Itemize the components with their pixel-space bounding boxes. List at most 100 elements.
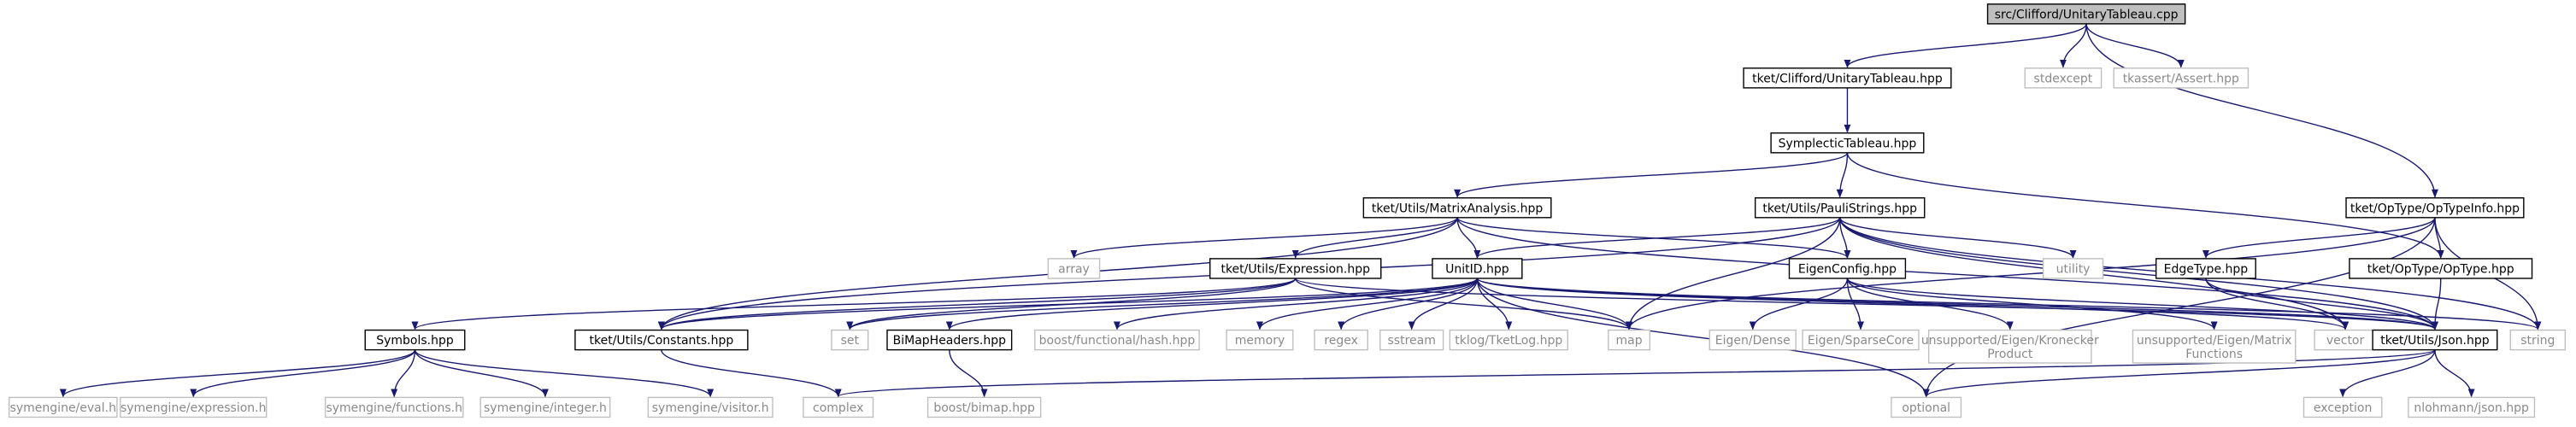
node-root[interactable]: src/Clifford/UnitaryTableau.cpp [1986, 3, 2186, 25]
edge-line [1456, 217, 2438, 330]
edge-root-to-optypeinfo [2085, 23, 2438, 198]
edge-eigenconfig-to-kronecker [1846, 278, 2014, 330]
node-label: symengine/integer.h [484, 401, 607, 415]
node-edgetype[interactable]: EdgeType.hpp [2155, 258, 2256, 279]
node-map: map [1608, 329, 1651, 351]
node-symtab[interactable]: SymplecticTableau.hpp [1770, 132, 1925, 154]
edge-line [1836, 152, 1849, 198]
node-box [886, 329, 1013, 351]
edge-line [1456, 217, 1481, 259]
node-visith: symengine/visitor.h [647, 396, 773, 418]
node-regex: regex [1314, 329, 1368, 351]
node-box [1743, 67, 1952, 89]
edge-line [1476, 278, 2438, 330]
node-pauli[interactable]: tket/Utils/PauliStrings.hpp [1754, 197, 1926, 219]
edge-line [1846, 278, 2014, 330]
edge-line [1473, 217, 1841, 259]
node-evalh: symengine/eval.h [8, 396, 118, 418]
node-optype[interactable]: tket/OpType/OpType.hpp [2349, 258, 2533, 279]
edge-line [946, 278, 1479, 330]
node-tkassert: tkassert/Assert.hpp [2113, 67, 2250, 89]
node-label: vector [2326, 334, 2365, 348]
node-label: tket/OpType/OpType.hpp [2367, 262, 2514, 276]
edge-unitid-to-tketlog [1476, 278, 1513, 330]
node-box [2155, 258, 2256, 279]
node-box [1788, 258, 1907, 279]
edge-root-to-tkassert [2085, 23, 2185, 68]
edge-line [1114, 278, 1479, 330]
edge-line [1626, 217, 2436, 330]
edge-line [1476, 278, 1513, 330]
node-unitid[interactable]: UnitID.hpp [1432, 258, 1523, 279]
node-symbols[interactable]: Symbols.hpp [364, 329, 466, 351]
edge-line [411, 278, 1297, 330]
node-set: set [831, 329, 869, 351]
node-box [2408, 396, 2536, 418]
node-box [324, 396, 464, 418]
edge-line [1295, 278, 1632, 330]
node-label: Functions [2185, 348, 2243, 361]
node-box [2024, 67, 2103, 89]
edge-expression-to-symbols [411, 278, 1297, 330]
node-box [1432, 258, 1523, 279]
edge-expression-to-json [1295, 278, 2438, 330]
edge-line [1476, 278, 1633, 330]
node-box [2509, 329, 2567, 351]
node-exprh: symengine/expression.h [120, 396, 268, 418]
node-matrix[interactable]: tket/Utils/MatrixAnalysis.hpp [1362, 197, 1552, 219]
node-complex: complex [803, 396, 874, 418]
node-box [1770, 132, 1925, 154]
node-label: sstream [1388, 334, 1436, 348]
node-optional: optional [1891, 396, 1962, 418]
node-box [479, 396, 611, 418]
edge-symbols-to-evalh [59, 349, 416, 398]
node-stdexcept: stdexcept [2024, 67, 2103, 89]
node-optypeinfo[interactable]: tket/OpType/OpTypeInfo.hpp [2345, 197, 2525, 219]
edge-line [1256, 278, 1479, 330]
node-box [1209, 258, 1382, 279]
node-label: symengine/expression.h [121, 401, 267, 415]
node-label: Symbols.hpp [376, 334, 454, 348]
edge-unitid-to-optional [1476, 278, 1930, 398]
edge-line [658, 278, 1297, 330]
edge-json-to-exception [2339, 349, 2436, 398]
node-box [1379, 329, 1444, 351]
node-box [2345, 197, 2525, 219]
edge-pauli-to-json [1839, 217, 2438, 330]
edge-pauli-to-utility [1839, 217, 2077, 259]
edge-line [2339, 349, 2436, 398]
node-exception: exception [2303, 396, 2383, 418]
edge-pauli-to-unitid [1473, 217, 1841, 259]
node-box [2132, 329, 2297, 364]
node-label: src/Clifford/UnitaryTableau.cpp [1995, 8, 2179, 21]
node-box [1362, 197, 1552, 219]
edge-line [190, 349, 416, 398]
node-box [2303, 396, 2383, 418]
node-label: symengine/visitor.h [652, 401, 769, 415]
node-label: EdgeType.hpp [2164, 262, 2249, 276]
edge-line [2059, 23, 2087, 68]
edge-line [949, 349, 988, 398]
node-json[interactable]: tket/Utils/Json.hpp [2372, 329, 2498, 351]
node-ut_hpp[interactable]: tket/Clifford/UnitaryTableau.hpp [1743, 67, 1952, 89]
node-box [1927, 329, 2092, 364]
node-label: set [841, 334, 860, 348]
node-bimap: boost/bimap.hpp [926, 396, 1042, 418]
node-hash: boost/functional/hash.hpp [1034, 329, 1200, 351]
edge-json-to-nlohmann [2434, 349, 2475, 398]
edge-pauli-to-eigenconfig [1839, 217, 1851, 259]
node-label: tket/Utils/MatrixAnalysis.hpp [1372, 202, 1543, 215]
node-expression[interactable]: tket/Utils/Expression.hpp [1209, 258, 1382, 279]
edge-unitid-to-hash [1114, 278, 1479, 330]
edge-line [1338, 278, 1479, 330]
node-label: string [2520, 334, 2555, 348]
node-eigenconfig[interactable]: EigenConfig.hpp [1788, 258, 1907, 279]
node-box [803, 396, 874, 418]
node-constants[interactable]: tket/Utils/Constants.hpp [574, 329, 749, 351]
edge-line [59, 349, 416, 398]
node-bimapheaders[interactable]: BiMapHeaders.hpp [886, 329, 1013, 351]
edge-line [2434, 349, 2475, 398]
node-label: stdexcept [2034, 72, 2093, 85]
edge-unitid-to-sstream [1408, 278, 1479, 330]
edge-line [1844, 23, 2087, 68]
